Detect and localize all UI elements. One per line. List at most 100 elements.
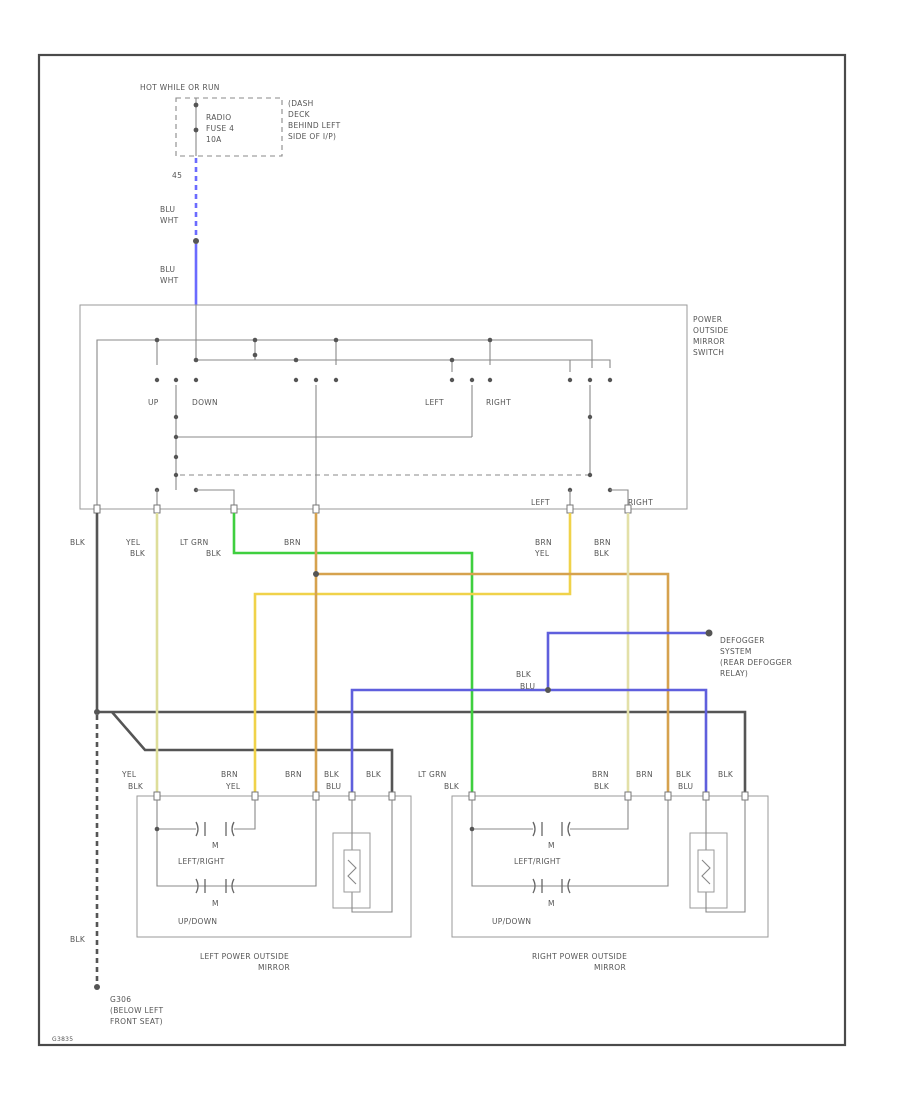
right-mirror-terminal xyxy=(741,791,749,801)
switch-node xyxy=(173,414,179,420)
switch-contact xyxy=(607,377,613,383)
blk-blu-label-2: BLU xyxy=(520,682,535,691)
right-mirror-terminal xyxy=(468,791,476,801)
right-mirror-title-1: RIGHT POWER OUTSIDE xyxy=(532,952,627,961)
lt-grn-blk-label-1: LT GRN xyxy=(180,538,209,547)
switch-internal-links xyxy=(175,385,591,505)
left-mirror-terminal xyxy=(312,791,320,801)
fuse-label-3: 10A xyxy=(206,135,222,144)
right-pin-5-label-1: BLK xyxy=(718,770,734,779)
switch-node xyxy=(173,434,179,440)
blk-blu-splice-node xyxy=(545,687,551,693)
right-mirror-outline xyxy=(451,795,769,938)
left-heater-zigzag xyxy=(347,859,357,885)
switch-terminal xyxy=(566,504,574,514)
left-mirror-terminal xyxy=(348,791,356,801)
right-power-mirror: LT GRN BLK BRN BLK BRN BLK BLU BLK M LEF… xyxy=(418,770,769,972)
switch-outline xyxy=(79,304,688,510)
yel-blk-label-1: YEL xyxy=(125,538,141,547)
blk-blu-wire xyxy=(350,688,708,792)
brn-blk-label-1: BRN xyxy=(594,538,611,547)
left-motor2-label: UP/DOWN xyxy=(178,917,217,926)
right-pin-4-label-1: BLK xyxy=(676,770,692,779)
switch-rail-taps xyxy=(156,340,571,372)
defogger-system: DEFOGGER SYSTEM (REAR DEFOGGER RELAY) xyxy=(720,636,792,678)
brn-blk-label-2: BLK xyxy=(594,549,610,558)
switch-terminal xyxy=(230,504,238,514)
fuse-location-1: (DASH xyxy=(288,99,314,108)
left-motor2-symbol: M xyxy=(212,899,219,908)
right-pin-4-label-2: BLU xyxy=(678,782,693,791)
mirror-switch: POWER OUTSIDE MIRROR SWITCH UP DOWN LEFT… xyxy=(79,304,728,514)
left-motor1-label: LEFT/RIGHT xyxy=(178,857,225,866)
fuse-location-4: SIDE OF I/P) xyxy=(288,132,336,141)
switch-node xyxy=(173,472,179,478)
feed-upper-label-2: WHT xyxy=(160,216,179,225)
left-lr-motor xyxy=(195,821,235,837)
harness-wires: BLK YEL BLK LT GRN BLK BRN BRN YEL BRN B… xyxy=(70,513,747,990)
defogger-label-3: (REAR DEFOGGER xyxy=(720,658,792,667)
left-mirror-terminal xyxy=(153,791,161,801)
switch-contact xyxy=(469,377,475,383)
switch-power-rail xyxy=(195,305,611,368)
ground-point: G306 (BELOW LEFT FRONT SEAT) xyxy=(110,995,164,1026)
left-pin-2-label-2: YEL xyxy=(225,782,241,791)
right-motor2-label: UP/DOWN xyxy=(492,917,531,926)
switch-terminal xyxy=(624,504,632,514)
switch-node xyxy=(587,414,593,420)
switch-contact xyxy=(567,377,573,383)
feed-connector-node xyxy=(193,238,199,244)
switch-node xyxy=(333,337,339,343)
figure-code: G3835 xyxy=(52,1036,73,1043)
brn-branch-wire xyxy=(316,572,670,792)
switch-output-links xyxy=(156,489,629,508)
left-motor-wiring xyxy=(156,800,317,887)
ground-location-1: (BELOW LEFT xyxy=(110,1006,164,1015)
blk-left-mirror-ground xyxy=(111,711,394,792)
blk-blu-label-1: BLK xyxy=(516,670,532,679)
switch-select-left: LEFT xyxy=(531,498,550,507)
switch-contact xyxy=(587,377,593,383)
fuse-mid-node xyxy=(193,127,199,133)
switch-node xyxy=(252,337,258,343)
right-motor-node xyxy=(469,826,475,832)
switch-contact xyxy=(313,377,319,383)
lt-grn-blk-label-2: BLK xyxy=(206,549,222,558)
fuse-location-2: DECK xyxy=(288,110,311,119)
right-mirror-terminal xyxy=(664,791,672,801)
switch-contact xyxy=(293,377,299,383)
switch-contact xyxy=(449,377,455,383)
brn-label: BRN xyxy=(284,538,301,547)
switch-node xyxy=(252,352,258,358)
blk-blu-defogger-wire xyxy=(546,631,706,690)
fuse-block-outline xyxy=(175,97,283,157)
switch-contact xyxy=(333,377,339,383)
fuse-label-2: FUSE 4 xyxy=(206,124,234,133)
ground-name: G306 xyxy=(110,995,131,1004)
switch-contact xyxy=(193,377,199,383)
right-pin-1-label-2: BLK xyxy=(444,782,460,791)
left-mirror-terminal xyxy=(251,791,259,801)
left-pin-4-label-1: BLK xyxy=(324,770,340,779)
feed-lower-label-1: BLU xyxy=(160,265,175,274)
right-heater-housing xyxy=(689,832,728,909)
right-ud-motor xyxy=(532,878,571,894)
left-pin-3-label-1: BRN xyxy=(285,770,302,779)
left-power-mirror: YEL BLK BRN YEL BRN BLK BLU BLK M LEFT/R… xyxy=(121,770,412,972)
switch-node xyxy=(173,454,179,460)
feed-lower-label-2: WHT xyxy=(160,276,179,285)
switch-label-left: LEFT xyxy=(425,398,444,407)
switch-ground-rail xyxy=(96,339,593,510)
feed-wire-group: BLU WHT BLU WHT xyxy=(160,158,199,305)
right-pin-1-label-1: LT GRN xyxy=(418,770,447,779)
switch-label-right: RIGHT xyxy=(486,398,511,407)
left-ud-motor xyxy=(195,878,235,894)
left-pin-2-label-1: BRN xyxy=(221,770,238,779)
diagram-frame xyxy=(37,53,847,1047)
brn-yel-wire xyxy=(253,513,572,792)
switch-node xyxy=(193,357,199,363)
right-motor2-symbol: M xyxy=(548,899,555,908)
switch-terminal xyxy=(312,504,320,514)
brn-yel-label-1: BRN xyxy=(535,538,552,547)
